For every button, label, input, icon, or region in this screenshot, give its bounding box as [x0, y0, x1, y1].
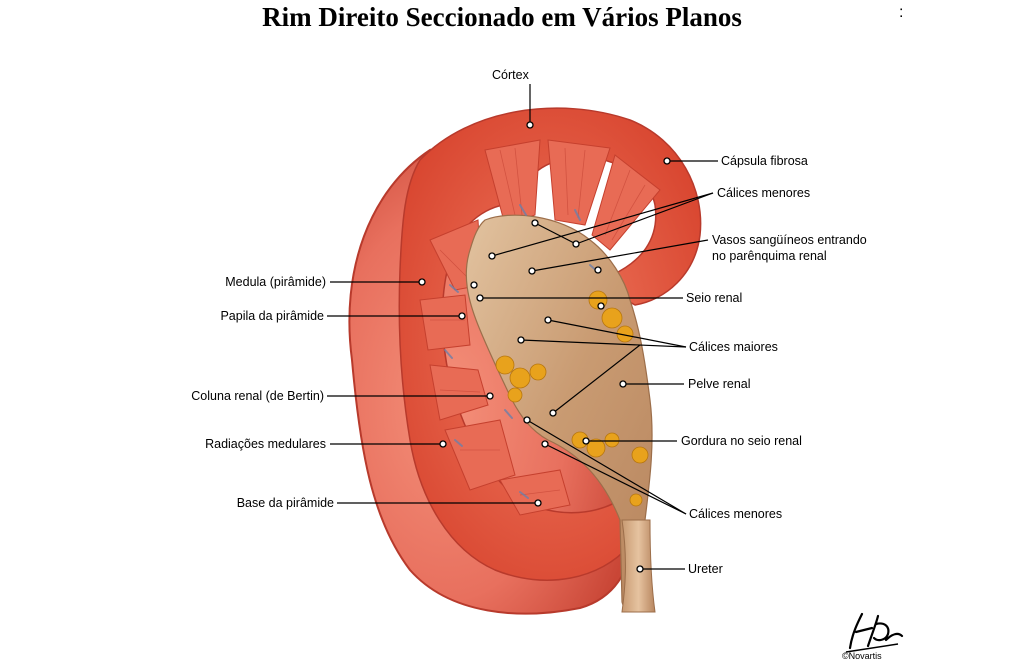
label-calices-menores-top: Cálices menores	[717, 186, 811, 200]
diagram-title: Rim Direito Seccionado em Vários Planos	[262, 2, 742, 32]
label-coluna-renal: Coluna renal (de Bertin)	[191, 389, 324, 403]
label-calices-menores-bottom: Cálices menores	[689, 507, 783, 521]
label-cortex: Córtex	[492, 68, 529, 82]
label-seio-renal: Seio renal	[686, 291, 743, 305]
leader-calices-top-a	[491, 192, 714, 257]
label-vasos-line2: no parênquima renal	[712, 249, 827, 263]
netter-signature	[845, 612, 904, 653]
leader-calices-menores-b	[544, 443, 687, 515]
leader-calices-maiores-b	[547, 319, 687, 348]
label-pelve-renal: Pelve renal	[688, 377, 751, 391]
leader-calices-top-c	[534, 222, 577, 245]
copyright-notice: ©Novartis	[842, 651, 882, 661]
label-papila: Papila da pirâmide	[220, 309, 324, 323]
leader-vasos	[531, 239, 709, 272]
label-radiacoes: Radiações medulares	[205, 437, 326, 451]
leader-calices-maiores-a	[520, 339, 687, 348]
leader-dots	[418, 121, 671, 573]
leader-calices-top-b	[575, 192, 714, 245]
label-base-piramide: Base da pirâmide	[236, 496, 334, 510]
leader-calices-menores-a	[526, 419, 687, 515]
label-calices-maiores: Cálices maiores	[689, 340, 778, 354]
label-capsula-fibrosa: Cápsula fibrosa	[721, 154, 808, 168]
label-vasos-line1: Vasos sangüíneos entrando	[712, 233, 867, 247]
label-gordura: Gordura no seio renal	[681, 434, 802, 448]
leader-calices-maiores-c	[552, 344, 641, 414]
sinus-fat	[495, 290, 649, 507]
label-medula: Medula (pirâmide)	[225, 275, 326, 289]
label-ureter: Ureter	[688, 562, 723, 576]
medulla-pyramids	[419, 139, 661, 516]
corner-mark: :	[899, 4, 904, 21]
